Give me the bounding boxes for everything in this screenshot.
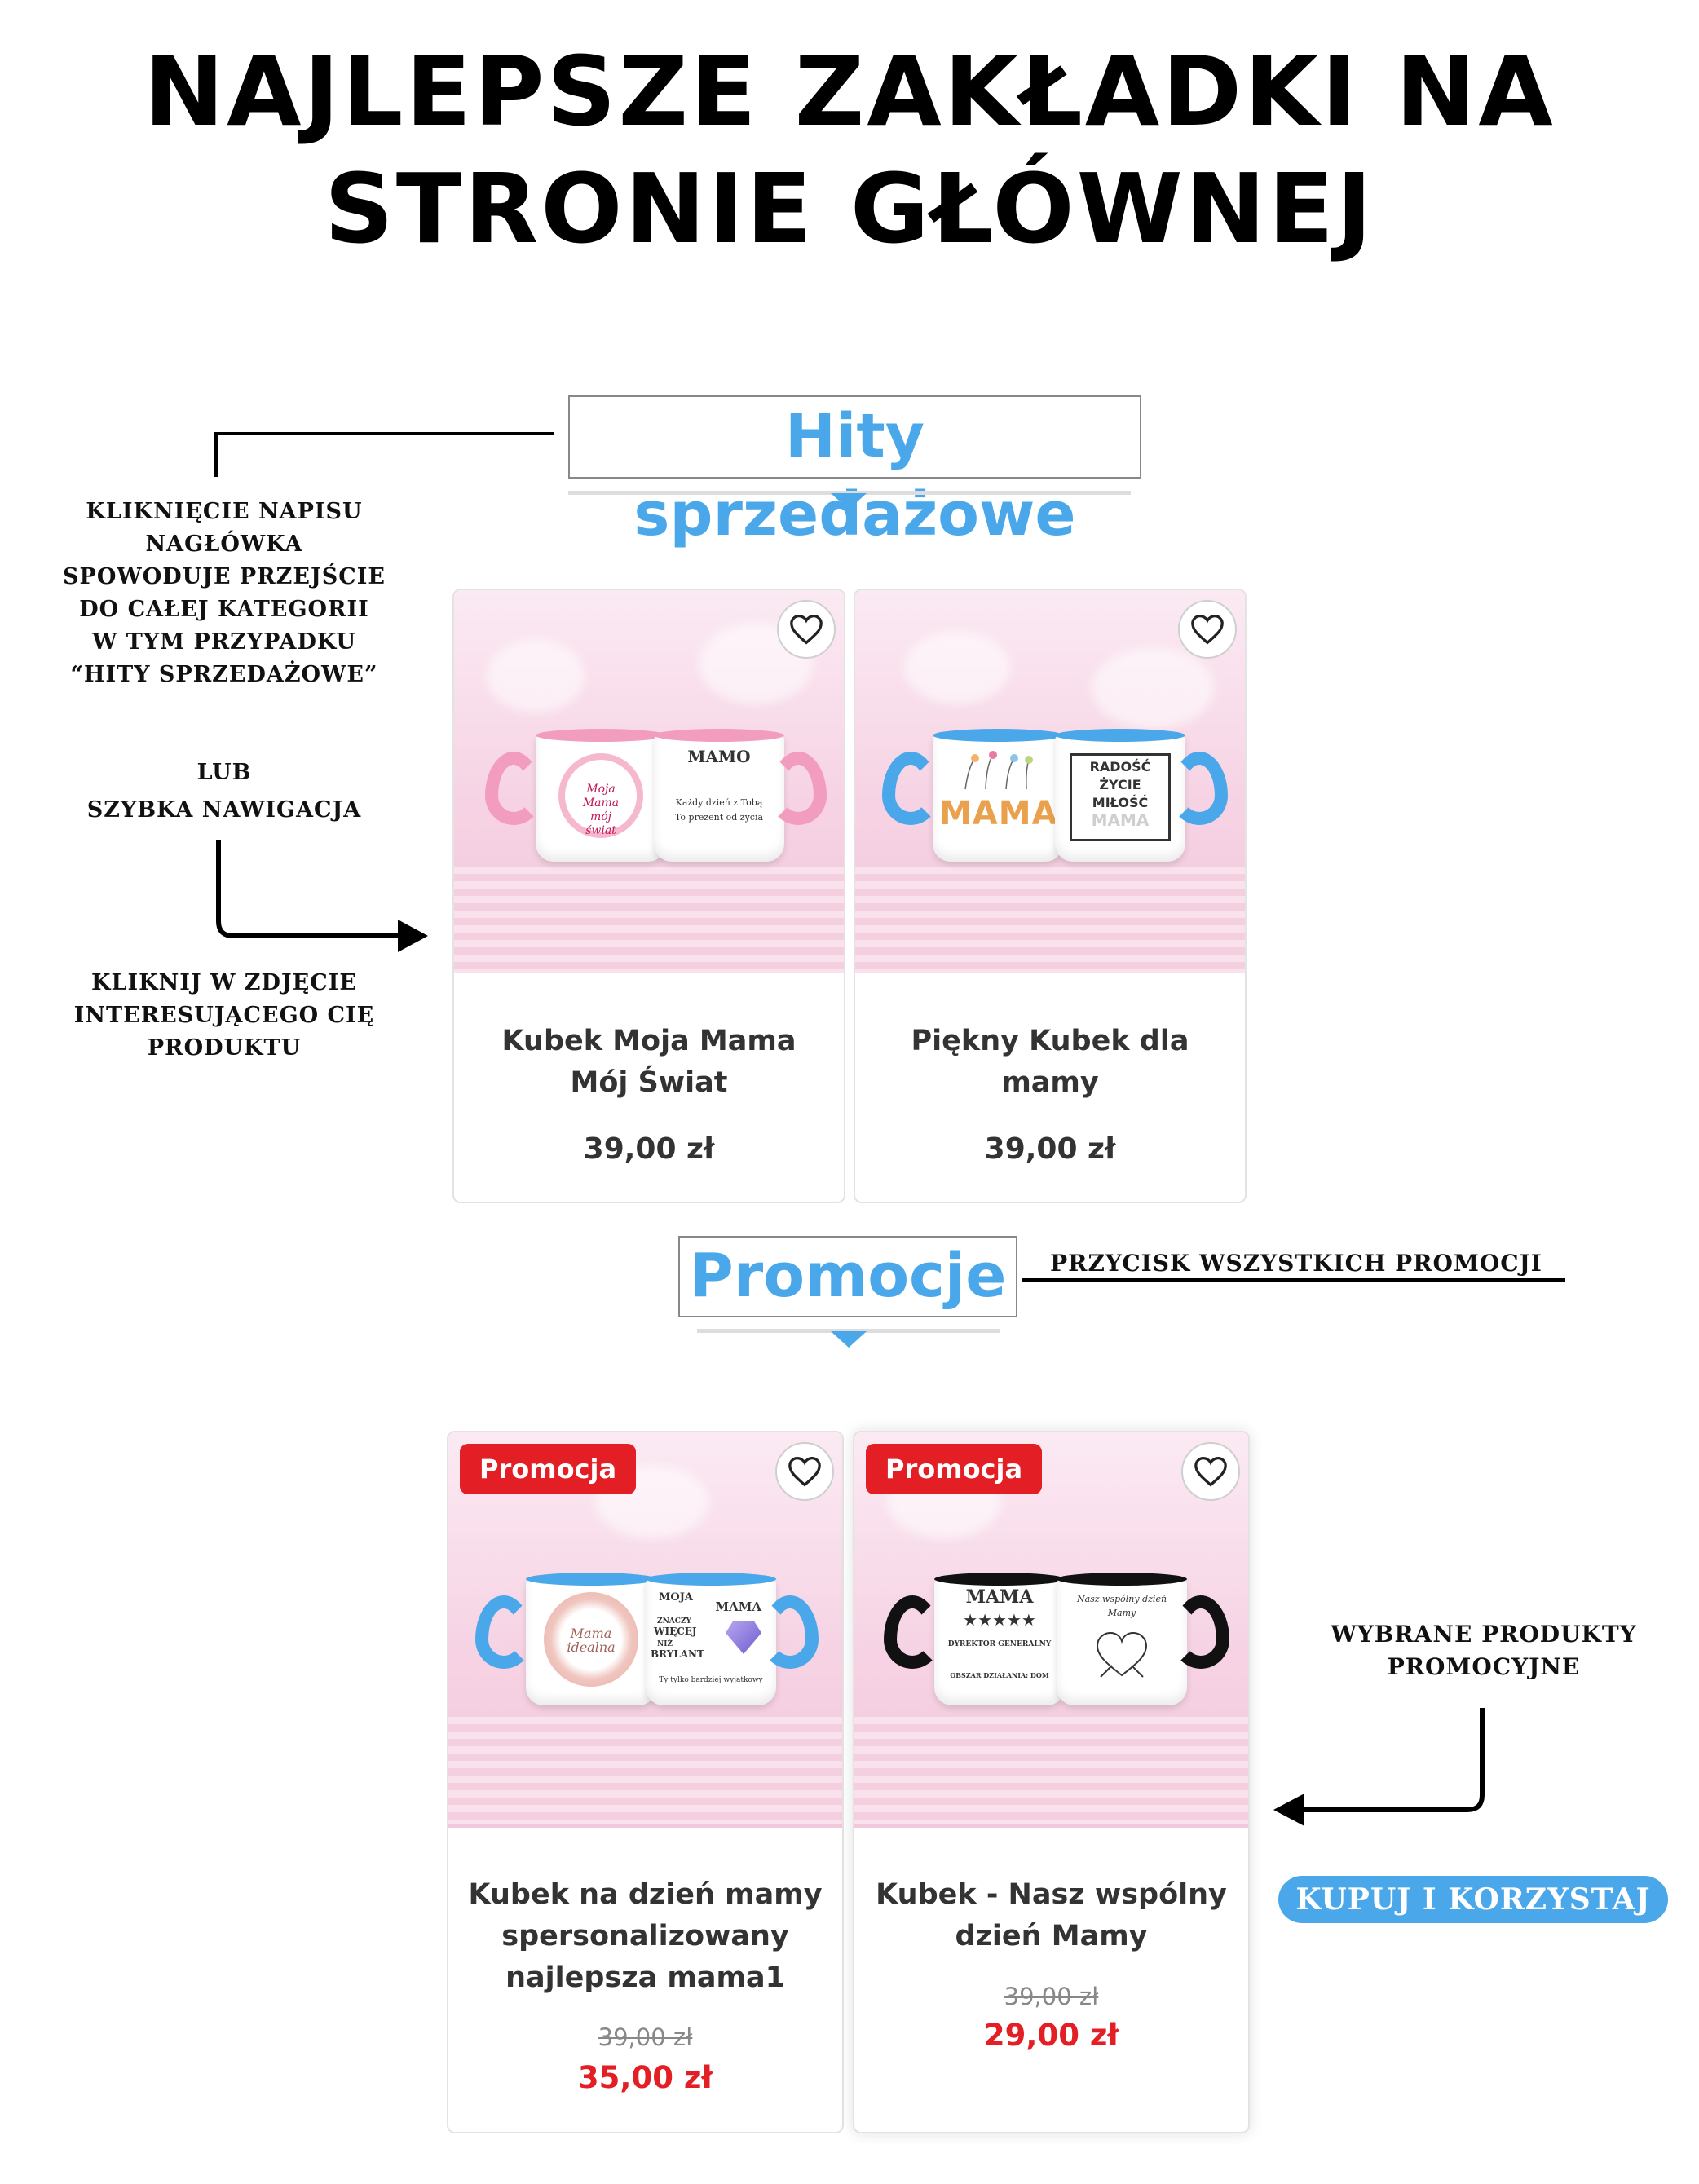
product-old-price: 39,00 zł — [1004, 1983, 1099, 2010]
note-line: W TYM PRZYPADKU — [92, 629, 356, 655]
product-title[interactable]: Kubek Moja Mama Mój Świat — [501, 1025, 797, 1099]
mug-right: Nasz wspólny dzień Mamy — [1057, 1573, 1229, 1705]
mug-left-text: Moja Mama mój świat — [582, 783, 620, 837]
mug-right-text: Nasz wspólny dzień Mamy — [1076, 1594, 1167, 1618]
product-image[interactable]: MAMA ★★★★★ DYREKTOR GENERALNY OBSZAR DZI… — [854, 1432, 1248, 1828]
mug-right-text: NIŻ — [657, 1640, 673, 1648]
note-all-promos: PRZYCISK WSZYSTKICH PROMOCJI — [1050, 1250, 1542, 1277]
mug-right-text: MAMA — [1091, 810, 1150, 830]
product-title[interactable]: Kubek - Nasz wspólny dzień Mamy — [876, 1878, 1227, 1952]
wishlist-button[interactable] — [775, 1442, 834, 1501]
product-image[interactable]: MAMA RADOŚĆ ŻYCIE MIŁOŚĆ MAMA — [855, 590, 1245, 973]
product-new-price: 29,00 zł — [983, 2018, 1119, 2053]
promo-badge: Promocja — [866, 1444, 1043, 1494]
note-line: “HITY SPRZEDAŻOWE” — [70, 662, 378, 687]
mug-right: MOJA MAMA ZNACZY WIĘCEJ NIŻ BRYLANT Ty t… — [646, 1573, 819, 1705]
mug-right-text: WIĘCEJ — [654, 1626, 697, 1637]
wishlist-button[interactable] — [1181, 1442, 1240, 1501]
mug-right-text: ZNACZY — [657, 1617, 691, 1626]
note-quick-nav: LUB SZYBKA NAWIGACJA — [8, 754, 440, 829]
header-connector-line — [214, 432, 554, 477]
heart-icon — [1191, 614, 1224, 645]
mug-left-text: OBSZAR DZIAŁANIA: DOM — [950, 1671, 1049, 1679]
product-image[interactable]: Moja Mama mój świat MAMO Każdy dzień z T… — [454, 590, 844, 973]
mug-left-text: DYREKTOR GENERALNY — [947, 1640, 1052, 1648]
mug-right-text: MAMA — [715, 1599, 761, 1614]
product-card[interactable]: Mama idealna MOJA MAMA ZNACZY WIĘCEJ NIŻ… — [447, 1431, 844, 2133]
product-title[interactable]: Kubek na dzień mamy spersonalizowany naj… — [468, 1878, 823, 1994]
product-card[interactable]: MAMA ★★★★★ DYREKTOR GENERALNY OBSZAR DZI… — [853, 1431, 1250, 2133]
heart-icon — [1194, 1456, 1227, 1487]
quick-nav-arrow — [216, 840, 408, 938]
promotions-heading-caret — [831, 1331, 867, 1348]
mug-right-text: ŻYCIE — [1099, 777, 1141, 792]
mug-left: Mama idealna — [475, 1573, 656, 1705]
mug-left: MAMA — [882, 729, 1063, 862]
bestsellers-heading-caret — [831, 493, 867, 510]
product-new-price: 35,00 zł — [577, 2060, 713, 2095]
product-title[interactable]: Piękny Kubek dla mamy — [911, 1025, 1189, 1099]
heart-icon — [790, 614, 823, 645]
product-old-price: 39,00 zł — [598, 2023, 693, 2051]
shop-now-button[interactable]: KUPUJ I KORZYSTAJ — [1278, 1876, 1668, 1923]
mug-left: Moja Mama mój świat — [485, 729, 666, 862]
note-line: KLIKNIĘCIE NAPISU NAGŁÓWKA — [86, 499, 363, 557]
note-line: LUB — [196, 760, 252, 785]
note-line: SZYBKA NAWIGACJA — [86, 797, 362, 823]
note-selected-promos: WYBRANE PRODUKTY PROMOCYJNE — [1292, 1618, 1675, 1683]
mug-left-text: MAMA — [965, 1586, 1034, 1608]
mug-right-text: MIŁOŚĆ — [1092, 795, 1149, 810]
mug-left-text: MAMA — [939, 795, 1058, 832]
mug-left-text: ★★★★★ — [963, 1610, 1036, 1630]
mug-right-text: MAMO — [687, 747, 751, 766]
product-price: 39,00 zł — [984, 1132, 1116, 1166]
note-line: WYBRANE PRODUKTY — [1331, 1621, 1637, 1648]
product-price: 39,00 zł — [583, 1132, 715, 1166]
promotions-heading-text: Promocje — [689, 1241, 1007, 1311]
product-card[interactable]: Moja Mama mój świat MAMO Każdy dzień z T… — [452, 589, 845, 1203]
product-image[interactable]: Mama idealna MOJA MAMA ZNACZY WIĘCEJ NIŻ… — [448, 1432, 842, 1828]
promotions-heading-link[interactable]: Promocje — [678, 1236, 1017, 1317]
note-line: SPOWODUJE PRZEJŚCIE — [63, 564, 386, 589]
heart-icon — [788, 1456, 821, 1487]
note-header-click: KLIKNIĘCIE NAPISU NAGŁÓWKA SPOWODUJE PRZ… — [8, 496, 440, 691]
mug-right-text: Każdy dzień z Tobą — [675, 797, 763, 808]
selected-promos-arrow — [1298, 1708, 1485, 1812]
mug-left: MAMA ★★★★★ DYREKTOR GENERALNY OBSZAR DZI… — [884, 1573, 1065, 1705]
note-line: PROMOCYJNE — [1387, 1653, 1581, 1680]
note-line: DO CAŁEJ KATEGORII — [79, 597, 369, 622]
page-title: NAJLEPSZE ZAKŁADKI NA STRONIE GŁÓWNEJ — [0, 33, 1699, 267]
note-line: INTERESUJĄCEGO CIĘ PRODUKTU — [73, 1003, 375, 1061]
bestsellers-heading-link[interactable]: Hity sprzedażowe — [568, 395, 1141, 549]
wishlist-button[interactable] — [777, 600, 836, 659]
mug-right-text: To prezent od życia — [674, 812, 764, 823]
mug-right-text: BRYLANT — [651, 1648, 704, 1660]
mug-left-text: Mama idealna — [567, 1626, 616, 1655]
mug-right-text: MOJA — [659, 1591, 693, 1604]
mug-right-text: RADOŚĆ — [1089, 759, 1151, 774]
promotions-heading-rule — [697, 1329, 1000, 1333]
page-title-line-2: STRONIE GŁÓWNEJ — [324, 152, 1375, 265]
mug-right: RADOŚĆ ŻYCIE MIŁOŚĆ MAMA — [1055, 729, 1228, 862]
note-click-image: KLIKNIJ W ZDJĘCIE INTERESUJĄCEGO CIĘ PRO… — [4, 967, 444, 1065]
note-line: KLIKNIJ W ZDJĘCIE — [91, 970, 357, 995]
bestsellers-heading-text: Hity sprzedażowe — [633, 401, 1076, 549]
page-title-line-1: NAJLEPSZE ZAKŁADKI NA — [143, 35, 1556, 148]
promo-badge: Promocja — [460, 1444, 637, 1494]
bestsellers-heading-rule — [568, 491, 1131, 495]
mug-right-text: Ty tylko bardziej wyjątkowy — [659, 1676, 763, 1684]
product-card[interactable]: MAMA RADOŚĆ ŻYCIE MIŁOŚĆ MAMA Piękny Kub… — [854, 589, 1247, 1203]
wishlist-button[interactable] — [1178, 600, 1237, 659]
mug-right: MAMO Każdy dzień z Tobą To prezent od ży… — [654, 729, 827, 862]
